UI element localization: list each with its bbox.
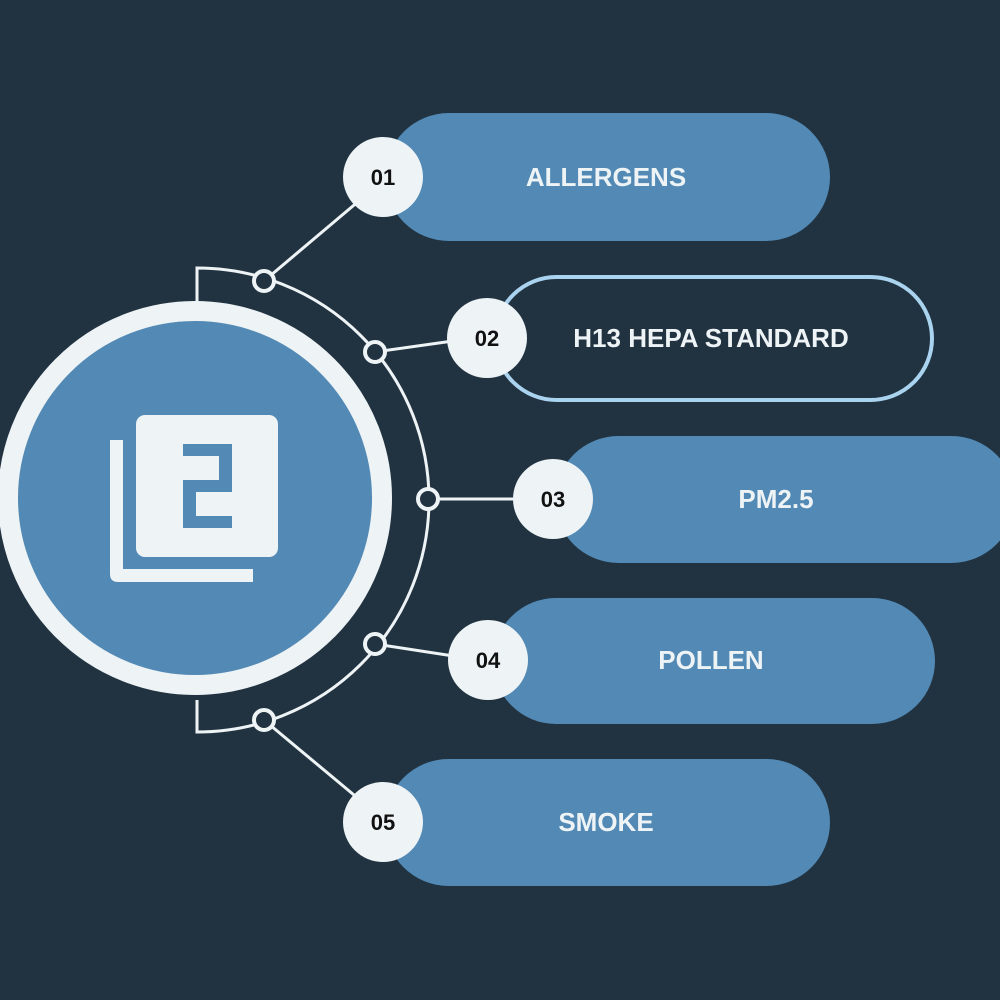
item-allergens: 01 ALLERGENS: [343, 113, 830, 241]
item-label: POLLEN: [658, 645, 763, 675]
item-label: PM2.5: [738, 484, 813, 514]
connector-nodes: [252, 269, 440, 732]
node: [252, 708, 276, 732]
number-two-stack-icon: [110, 415, 278, 582]
item-label: ALLERGENS: [526, 162, 686, 192]
number-badge: [448, 620, 528, 700]
node: [363, 340, 387, 364]
number-badge: [447, 298, 527, 378]
connector-lines: [263, 198, 520, 802]
item-number: 02: [475, 326, 499, 351]
node: [252, 269, 276, 293]
item-pm25: 03 PM2.5: [513, 436, 1000, 563]
item-number: 05: [371, 810, 395, 835]
number-badge: [513, 459, 593, 539]
node: [363, 632, 387, 656]
node: [416, 487, 440, 511]
item-number: 03: [541, 487, 565, 512]
item-label: SMOKE: [558, 807, 653, 837]
item-number: 01: [371, 165, 395, 190]
item-smoke: 05 SMOKE: [343, 759, 830, 886]
item-label: H13 HEPA STANDARD: [573, 323, 848, 353]
item-pollen: 04 POLLEN: [448, 598, 935, 724]
number-badge: [343, 137, 423, 217]
item-h13-hepa-standard: 02 H13 HEPA STANDARD: [447, 275, 934, 402]
item-number: 04: [476, 648, 501, 673]
number-badge: [343, 782, 423, 862]
